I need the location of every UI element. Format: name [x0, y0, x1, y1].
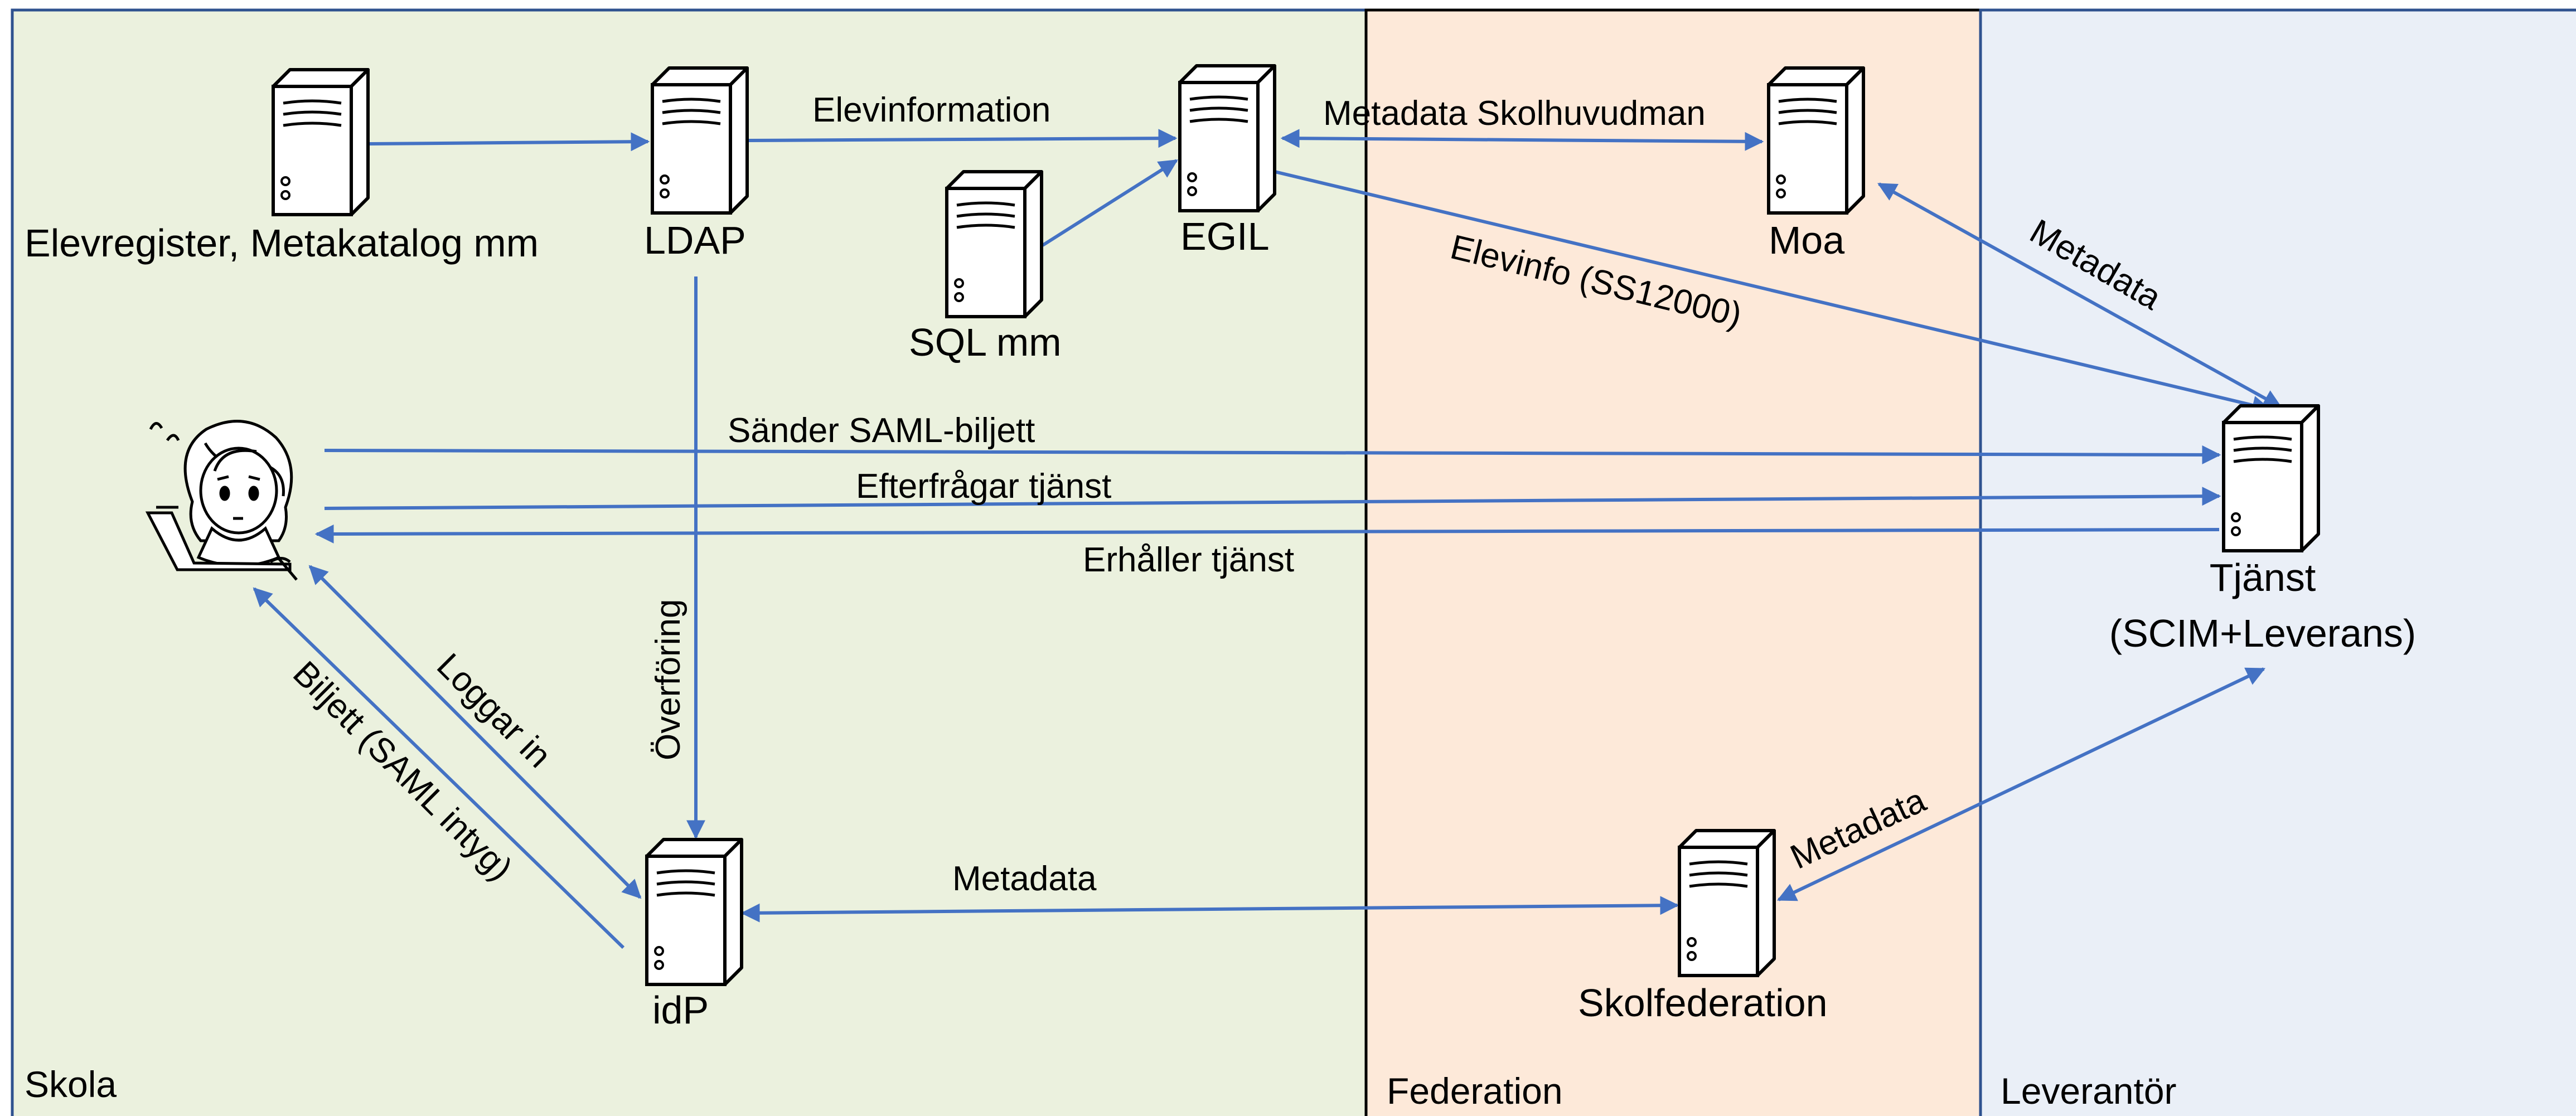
server-icon	[652, 68, 747, 213]
label-metadata-skolhuvudman: Metadata Skolhuvudman	[1323, 94, 1706, 133]
server-moa: Moa	[1769, 68, 1863, 262]
edge-idp-skolfederation	[740, 896, 1679, 923]
server-sql: SQL mm	[909, 172, 1062, 364]
edge-user-idp-login	[308, 565, 642, 899]
edge-ldap-egil	[748, 129, 1178, 148]
zone-leverantor-label: Leverantör	[2001, 1070, 2177, 1112]
server-elevregister: Elevregister, Metakatalog mm	[25, 70, 539, 265]
edges	[253, 129, 2282, 949]
edge-tjanst-user-service	[314, 524, 2220, 544]
label-elevinformation: Elevinformation	[812, 91, 1050, 129]
server-icon	[947, 172, 1042, 317]
label-metadata-idp-fed: Metadata	[952, 860, 1097, 898]
server-egil: EGIL	[1180, 66, 1275, 258]
label-sander-saml: Sänder SAML-biljett	[728, 411, 1035, 450]
server-icon	[2224, 406, 2318, 551]
node-label-tjanst-line2: (SCIM+Leverans)	[2109, 612, 2416, 655]
server-skolfederation: Skolfederation	[1578, 831, 1828, 1025]
label-overforing: Överföring	[649, 599, 687, 760]
server-icon	[1679, 831, 1774, 976]
edge-user-tjanst-saml	[324, 445, 2221, 464]
node-label-egil: EGIL	[1180, 215, 1270, 258]
server-icon	[273, 70, 368, 215]
server-icon	[1769, 68, 1863, 213]
zone-skola-label: Skola	[25, 1064, 117, 1105]
node-label-ldap: LDAP	[644, 219, 746, 262]
edge-egil-moa	[1280, 129, 1764, 151]
zone-federation-background	[1364, 8, 1982, 1116]
label-erhaller: Erhåller tjänst	[1083, 541, 1294, 579]
zone-federation: Federation	[1364, 8, 1982, 1116]
node-label-skolfederation: Skolfederation	[1578, 981, 1828, 1025]
node-label-moa: Moa	[1769, 219, 1844, 262]
node-label-sql: SQL mm	[909, 321, 1062, 364]
server-ldap: LDAP	[644, 68, 747, 262]
edge-idp-user-ticket	[253, 587, 625, 949]
user-at-laptop-icon	[145, 420, 298, 581]
node-label-tjanst-line1: Tjänst	[2210, 556, 2316, 599]
edge-skolfederation-tjanst	[1776, 667, 2266, 901]
server-icon	[1180, 66, 1275, 211]
server-idp: idP	[647, 840, 742, 1032]
label-efterfragar: Efterfrågar tjänst	[856, 467, 1111, 506]
edge-moa-tjanst	[1877, 182, 2282, 409]
server-icon	[647, 840, 742, 984]
node-label-idp: idP	[652, 988, 709, 1032]
edge-sql-egil	[1042, 159, 1178, 247]
node-label-elevregister: Elevregister, Metakatalog mm	[25, 221, 539, 265]
edge-elevregister-ldap	[369, 132, 650, 152]
zone-federation-label: Federation	[1387, 1070, 1563, 1112]
server-tjanst: Tjänst (SCIM+Leverans)	[2109, 406, 2416, 655]
edge-user-tjanst-request	[324, 487, 2221, 510]
